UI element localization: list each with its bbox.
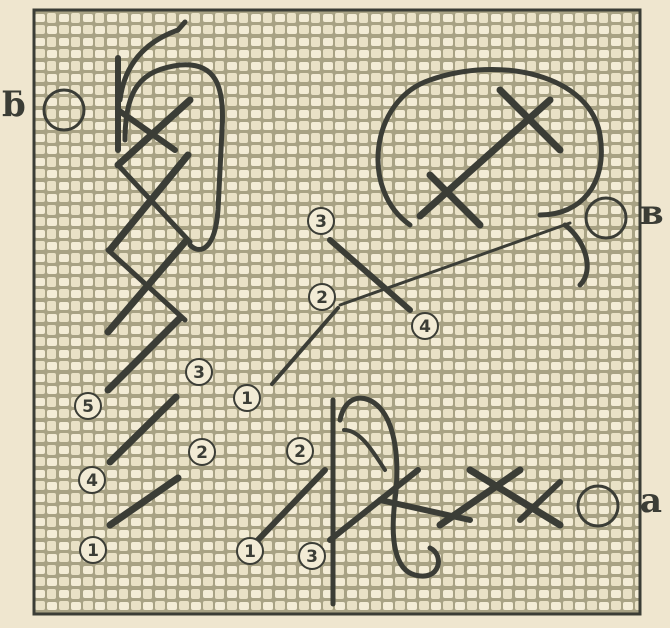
- label-a-3: 3: [306, 547, 318, 567]
- label-v-1: 1: [241, 389, 253, 409]
- side-label-a: а: [640, 484, 662, 518]
- label-b-2: 2: [196, 443, 208, 463]
- side-label-b: ƃ: [2, 88, 26, 122]
- label-v-3: 3: [315, 212, 327, 232]
- side-label-v: в: [640, 196, 664, 230]
- label-v-4: 4: [419, 317, 431, 337]
- label-v-2: 2: [316, 288, 328, 308]
- label-a-2: 2: [294, 442, 306, 462]
- label-b-1: 1: [87, 541, 99, 561]
- label-b-4: 4: [86, 471, 98, 491]
- label-b-5: 5: [82, 397, 94, 417]
- label-a-1: 1: [244, 542, 256, 562]
- label-b-3: 3: [193, 363, 205, 383]
